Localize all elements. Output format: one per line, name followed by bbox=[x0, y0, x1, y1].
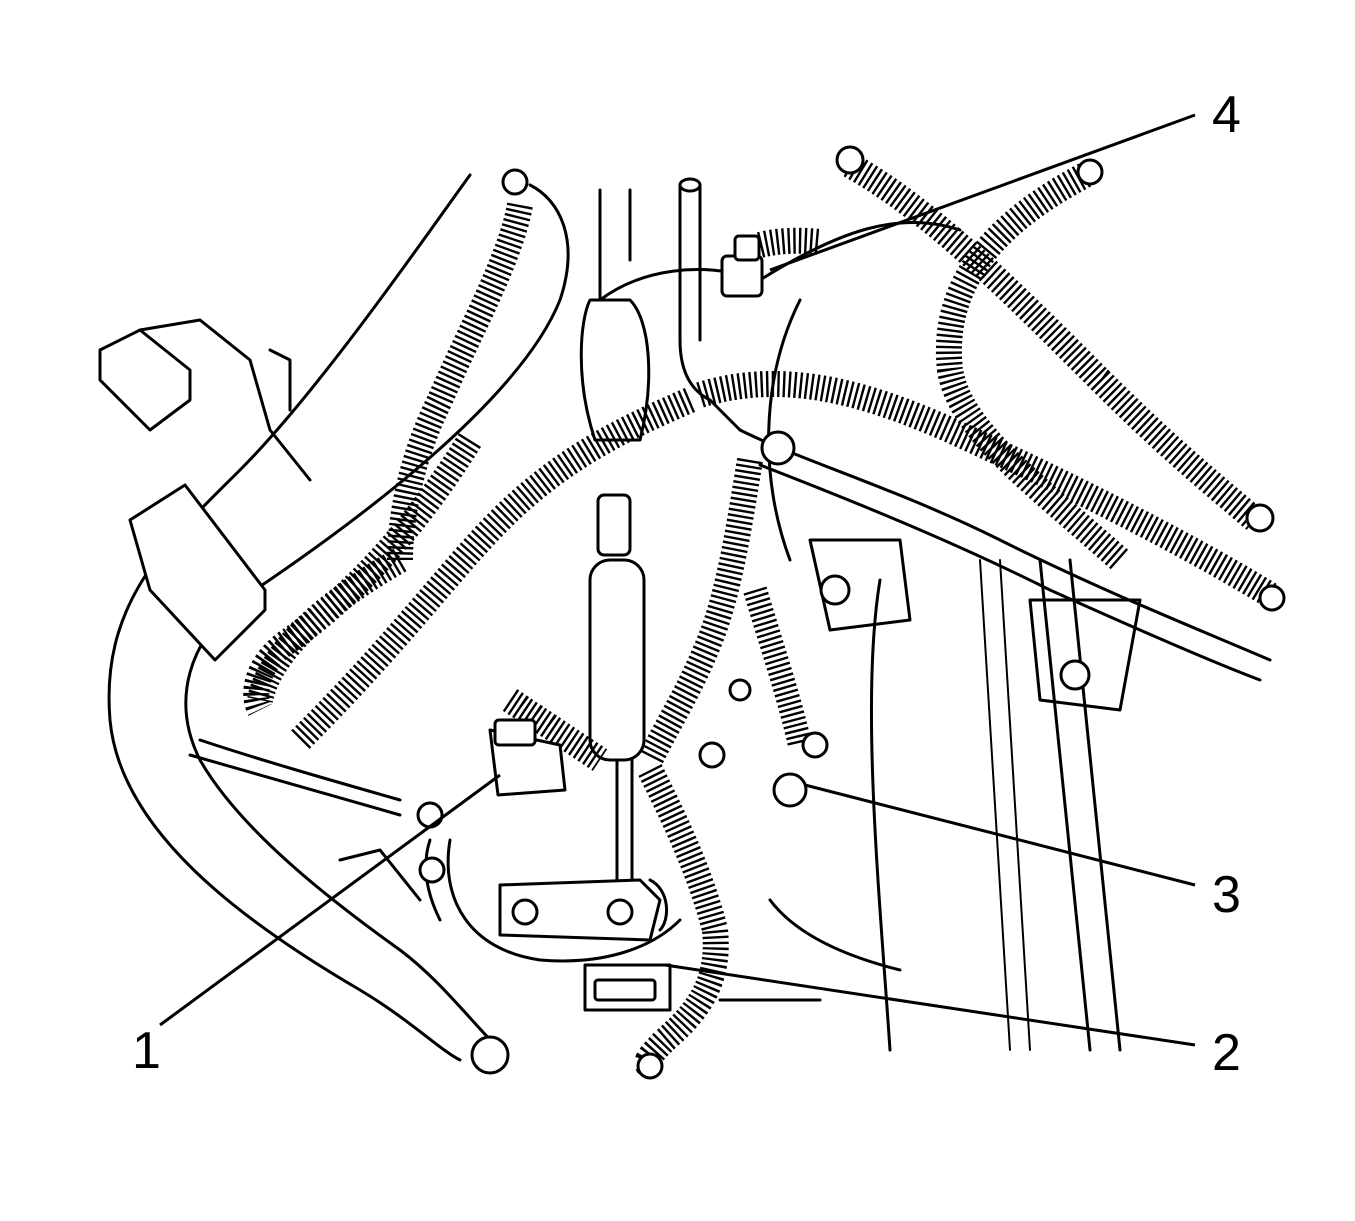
leader-line-3 bbox=[804, 783, 1196, 887]
callout-label-1: 1 bbox=[132, 1022, 161, 1080]
component-2-lower-connector bbox=[583, 963, 672, 1012]
callout-label-4: 4 bbox=[1212, 86, 1241, 144]
component-1-sensor-connector bbox=[488, 718, 567, 797]
wiring-harness-corrugated bbox=[243, 145, 1286, 1080]
vent-tube bbox=[678, 177, 1272, 682]
shift-cable-boot bbox=[498, 298, 669, 942]
leader-line-1 bbox=[159, 773, 501, 1027]
leader-line-4 bbox=[769, 113, 1196, 272]
callout-label-2: 2 bbox=[1212, 1024, 1241, 1082]
component-4-connector bbox=[720, 234, 764, 298]
large-coolant-hose bbox=[107, 168, 570, 1075]
leader-line-2 bbox=[664, 963, 1196, 1047]
component-3-ground-terminal bbox=[698, 678, 829, 808]
callout-label-3: 3 bbox=[1212, 866, 1241, 924]
bracket-left bbox=[98, 318, 312, 662]
